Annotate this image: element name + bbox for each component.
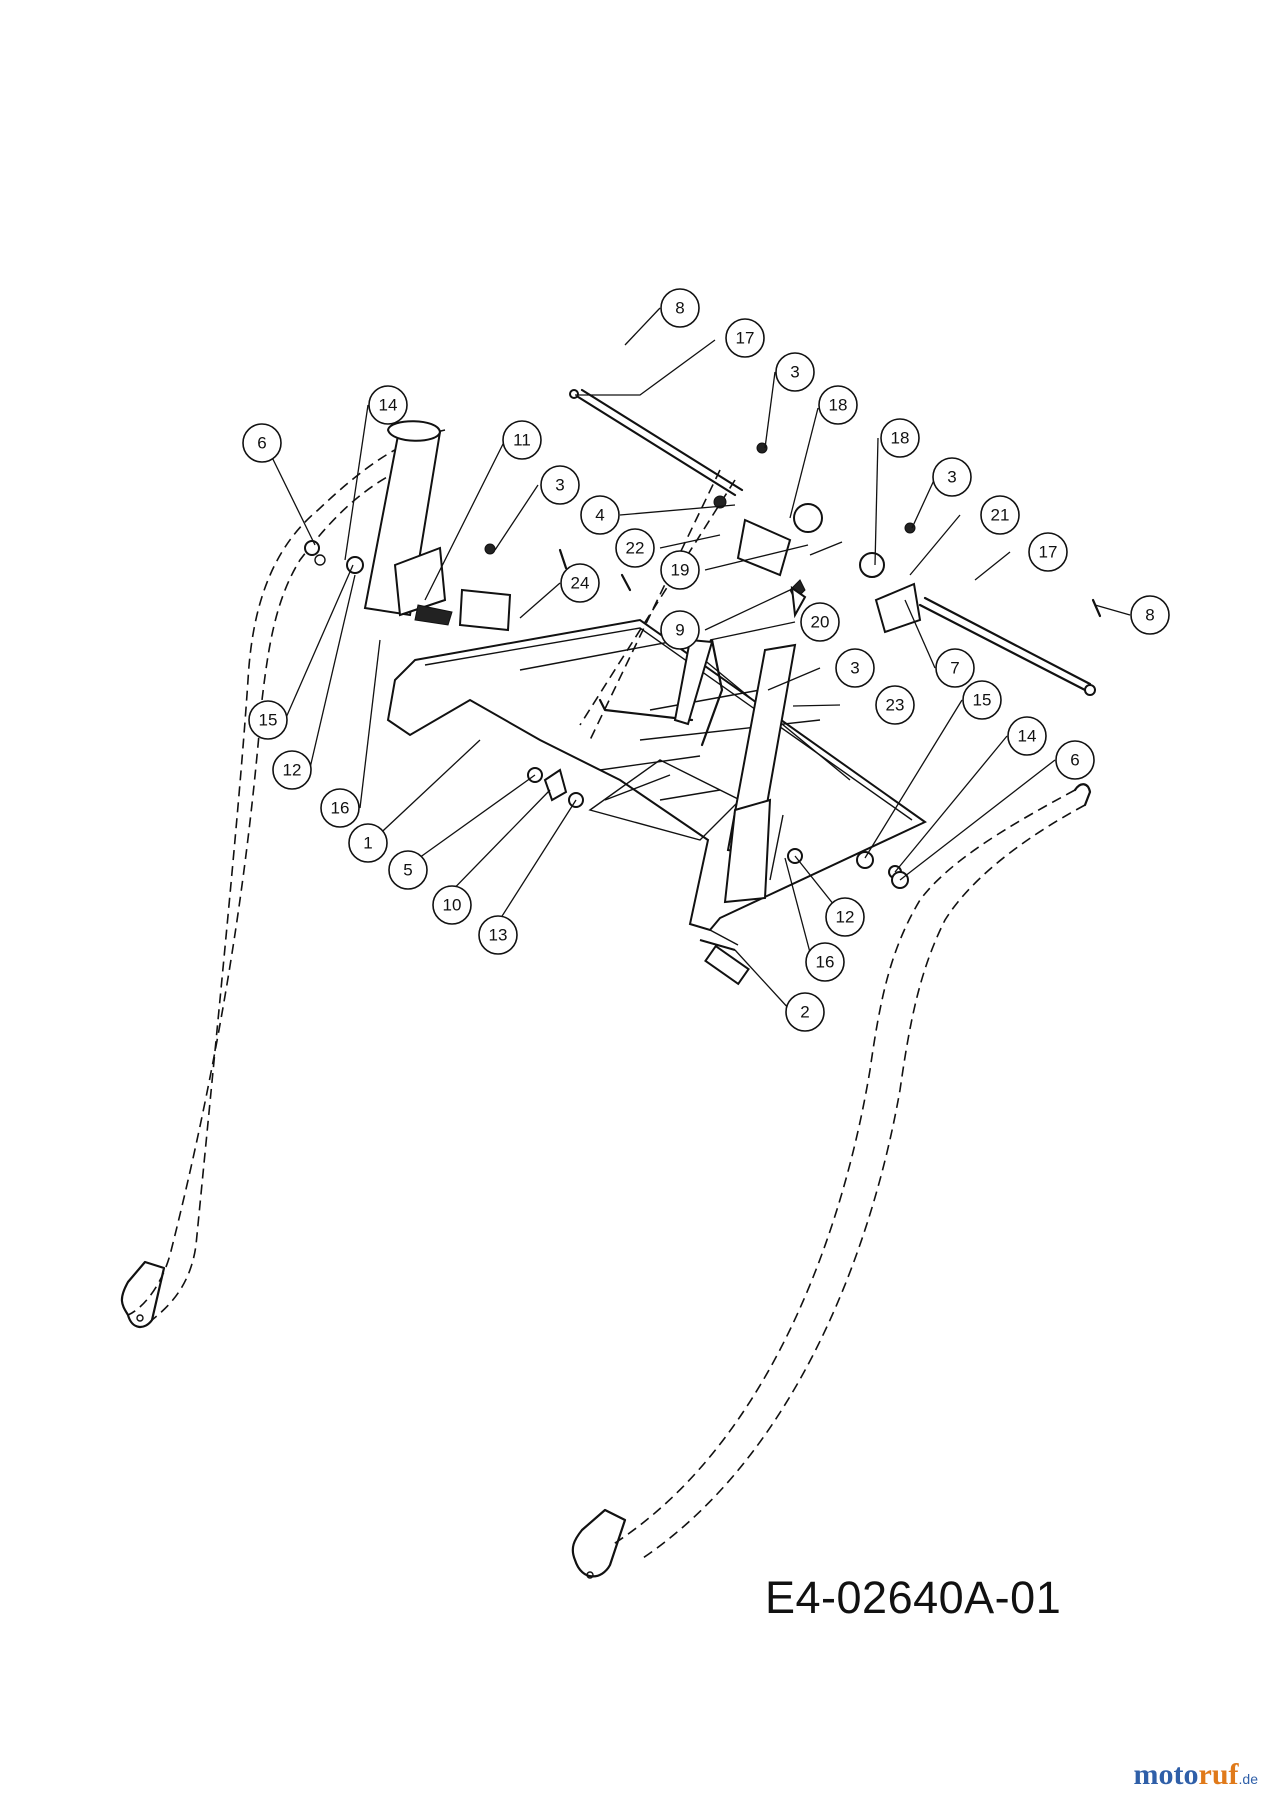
drawing-code-label: E4-02640A-01 bbox=[765, 1572, 1062, 1623]
callout-16-right: 16 bbox=[805, 942, 845, 982]
left-upper-tube bbox=[304, 420, 453, 626]
svg-text:16: 16 bbox=[816, 953, 835, 972]
svg-text:18: 18 bbox=[891, 429, 910, 448]
svg-text:3: 3 bbox=[850, 659, 859, 678]
callout-18-right: 18 bbox=[880, 418, 920, 458]
callout-18-left: 18 bbox=[818, 385, 858, 425]
callout-3-left: 3 bbox=[540, 465, 580, 505]
svg-text:24: 24 bbox=[571, 574, 590, 593]
svg-text:7: 7 bbox=[950, 659, 959, 678]
upper-shafts bbox=[569, 388, 1096, 741]
svg-text:4: 4 bbox=[595, 506, 604, 525]
small-parts bbox=[458, 442, 1102, 951]
svg-text:6: 6 bbox=[257, 434, 266, 453]
callout-6-right: 6 bbox=[1055, 740, 1095, 780]
svg-text:13: 13 bbox=[489, 926, 508, 945]
right-handle bbox=[571, 783, 1092, 1579]
callout-14-left: 14 bbox=[368, 385, 408, 425]
motoruf-watermark-logo: motoruf.de bbox=[1133, 1758, 1258, 1791]
svg-text:21: 21 bbox=[991, 506, 1010, 525]
svg-text:12: 12 bbox=[283, 761, 302, 780]
callout-11: 11 bbox=[502, 420, 542, 460]
callout-12-right: 12 bbox=[825, 897, 865, 937]
leader-lines bbox=[264, 307, 1131, 1011]
callout-10: 10 bbox=[432, 885, 472, 925]
callout-3-right: 3 bbox=[932, 457, 972, 497]
callout-16-left: 16 bbox=[320, 788, 360, 828]
svg-text:17: 17 bbox=[736, 329, 755, 348]
svg-text:3: 3 bbox=[947, 468, 956, 487]
callout-3-mid: 3 bbox=[835, 648, 875, 688]
svg-text:3: 3 bbox=[790, 363, 799, 382]
callout-17-right: 17 bbox=[1028, 532, 1068, 572]
svg-text:8: 8 bbox=[675, 299, 684, 318]
svg-text:20: 20 bbox=[811, 613, 830, 632]
callout-7: 7 bbox=[935, 648, 975, 688]
callout-17-top: 17 bbox=[725, 318, 765, 358]
callout-2: 2 bbox=[785, 992, 825, 1032]
svg-text:5: 5 bbox=[403, 861, 412, 880]
callout-21: 21 bbox=[980, 495, 1020, 535]
svg-text:2: 2 bbox=[800, 1003, 809, 1022]
callout-24: 24 bbox=[560, 563, 600, 603]
callout-15-right: 15 bbox=[962, 680, 1002, 720]
svg-text:14: 14 bbox=[1018, 727, 1037, 746]
callout-13: 13 bbox=[478, 915, 518, 955]
right-upper-tube bbox=[698, 638, 909, 986]
svg-text:14: 14 bbox=[379, 396, 398, 415]
callout-15-left: 15 bbox=[248, 700, 288, 740]
svg-text:10: 10 bbox=[443, 896, 462, 915]
callout-8-top: 8 bbox=[660, 288, 700, 328]
callout-9: 9 bbox=[660, 610, 700, 650]
callout-6-left: 6 bbox=[242, 423, 282, 463]
callout-4: 4 bbox=[580, 495, 620, 535]
svg-text:12: 12 bbox=[836, 908, 855, 927]
svg-text:9: 9 bbox=[675, 621, 684, 640]
svg-text:22: 22 bbox=[626, 539, 645, 558]
callout-3-top: 3 bbox=[775, 352, 815, 392]
svg-text:1: 1 bbox=[363, 834, 372, 853]
callout-23: 23 bbox=[875, 685, 915, 725]
callout-14-right: 14 bbox=[1007, 716, 1047, 756]
callout-5: 5 bbox=[388, 850, 428, 890]
callout-12-left: 12 bbox=[272, 750, 312, 790]
svg-text:8: 8 bbox=[1145, 606, 1154, 625]
left-handle bbox=[120, 429, 446, 1328]
callout-20: 20 bbox=[800, 602, 840, 642]
callout-22: 22 bbox=[615, 528, 655, 568]
svg-text:3: 3 bbox=[555, 476, 564, 495]
svg-text:18: 18 bbox=[829, 396, 848, 415]
svg-text:15: 15 bbox=[259, 711, 278, 730]
svg-text:16: 16 bbox=[331, 799, 350, 818]
svg-text:19: 19 bbox=[671, 561, 690, 580]
callout-8-right: 8 bbox=[1130, 595, 1170, 635]
callout-19: 19 bbox=[660, 550, 700, 590]
svg-text:6: 6 bbox=[1070, 751, 1079, 770]
svg-text:15: 15 bbox=[973, 691, 992, 710]
svg-text:17: 17 bbox=[1039, 543, 1058, 562]
svg-text:23: 23 bbox=[886, 696, 905, 715]
svg-text:11: 11 bbox=[513, 431, 531, 450]
callout-1: 1 bbox=[348, 823, 388, 863]
